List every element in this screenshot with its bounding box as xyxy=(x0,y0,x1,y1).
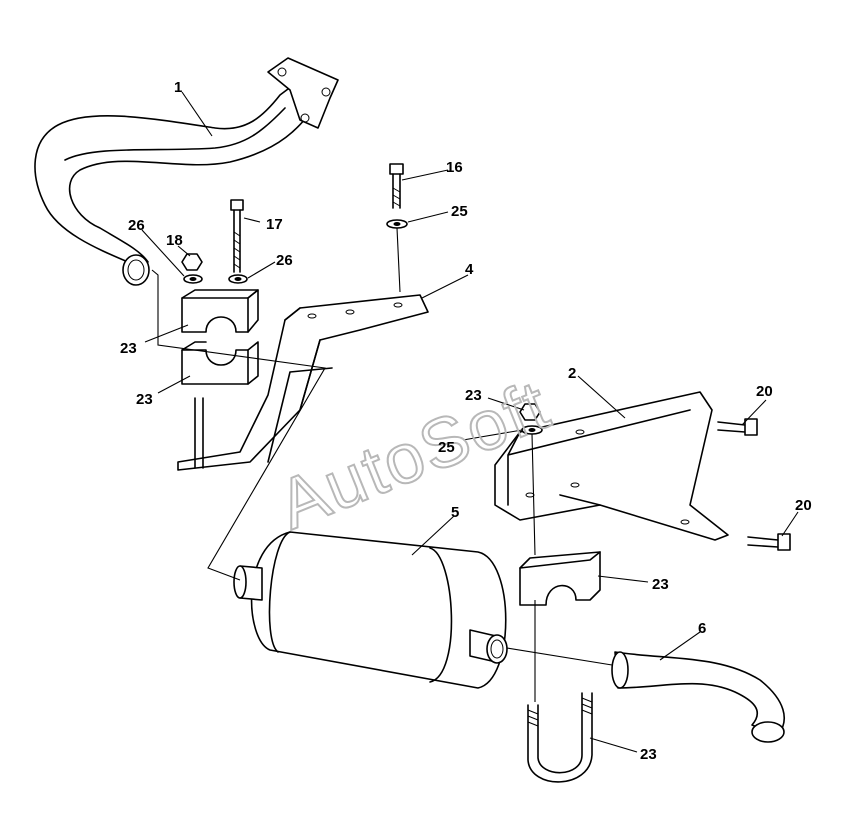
callout-26-right: 26 xyxy=(276,252,293,269)
callout-25-center: 25 xyxy=(438,439,455,456)
bolt-part-16[interactable] xyxy=(389,163,404,209)
nut-part-18[interactable] xyxy=(181,253,203,271)
assembly-lines xyxy=(151,227,613,702)
callout-1: 1 xyxy=(174,79,182,96)
bolt-part-20-upper[interactable] xyxy=(717,418,758,436)
bolt-part-17[interactable] xyxy=(230,199,244,273)
bracket-part-2[interactable] xyxy=(494,391,729,541)
callout-23-center: 23 xyxy=(465,387,482,404)
callout-18: 18 xyxy=(166,232,183,249)
leader-lines xyxy=(141,91,799,753)
callout-23-lower-left: 23 xyxy=(136,391,153,408)
callout-2: 2 xyxy=(568,365,576,382)
washer-part-26-left[interactable] xyxy=(183,274,203,284)
callout-26-left: 26 xyxy=(128,217,145,234)
exhaust-pipe-part-1[interactable] xyxy=(34,57,339,286)
callout-16: 16 xyxy=(446,159,463,176)
clamp-part-23-right[interactable] xyxy=(519,551,601,606)
callout-20-lower: 20 xyxy=(795,497,812,514)
muffler-part-5[interactable] xyxy=(233,531,508,689)
callout-4: 4 xyxy=(465,261,474,278)
bracket-part-4[interactable] xyxy=(177,294,429,471)
washer-part-25-top[interactable] xyxy=(386,219,408,229)
bolt-part-20-lower[interactable] xyxy=(747,533,791,551)
callout-20-upper: 20 xyxy=(756,383,773,400)
callout-5: 5 xyxy=(451,504,459,521)
washer-part-26-right[interactable] xyxy=(228,274,248,284)
callout-25-top: 25 xyxy=(451,203,468,220)
tail-pipe-part-6[interactable] xyxy=(611,651,786,743)
callout-23-bottom: 23 xyxy=(640,746,657,763)
callout-6: 6 xyxy=(698,620,706,637)
u-bolt-part-23[interactable] xyxy=(527,692,593,783)
callout-17: 17 xyxy=(266,216,283,233)
clamp-upper-part-23[interactable] xyxy=(181,289,259,333)
callout-23-upper-left: 23 xyxy=(120,340,137,357)
clamp-lower-part-23[interactable] xyxy=(181,341,259,385)
nut-part-23-center[interactable] xyxy=(519,403,541,421)
callout-23-right: 23 xyxy=(652,576,669,593)
